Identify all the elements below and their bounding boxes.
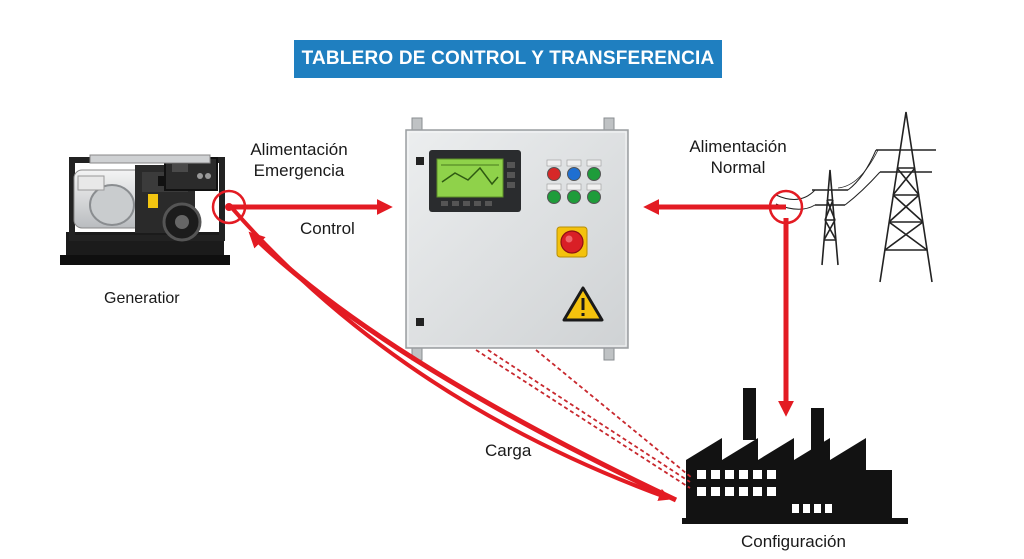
control-label: Control [300, 219, 355, 238]
emergency-feed-label: Alimentación Emergencia [240, 139, 358, 181]
generator-connection-ring [211, 189, 247, 225]
control-panel-icon [405, 117, 629, 361]
generator-connection-dot [225, 203, 233, 211]
load-arrow-down [230, 206, 672, 501]
load-label: Carga [485, 441, 532, 460]
diagram-title: TABLERO DE CONTROL Y TRANSFERENCIA [294, 40, 722, 78]
configuration-label: Configuración [741, 532, 846, 551]
normal-feed-label-line2: Normal [710, 158, 766, 177]
factory-icon [682, 388, 908, 524]
power-tower-icon [775, 111, 936, 283]
generator-icon [60, 154, 230, 265]
grid-connection-ring [768, 189, 804, 225]
control-dashed-lines [475, 349, 693, 489]
generator-label: Generatior [104, 290, 180, 307]
emergency-feed-label-line2: Emergencia [253, 161, 345, 180]
emergency-stop-icon [556, 226, 588, 258]
factory-windows [697, 470, 832, 513]
normal-feed-label: Alimentación Normal [679, 136, 797, 178]
normal-feed-label-line1: Alimentación [689, 137, 787, 156]
warning-triangle-icon [562, 286, 604, 322]
emergency-feed-label-line1: Alimentación [250, 140, 348, 159]
